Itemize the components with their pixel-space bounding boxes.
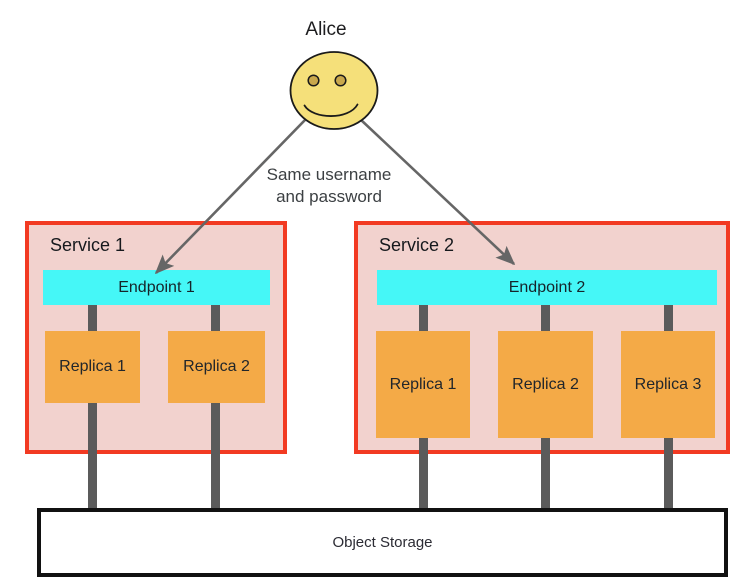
connector-s2-replica3-storage [664, 438, 673, 508]
connector-s2-endpoint-replica1 [419, 305, 428, 331]
service-2-replica-3-box: Replica 3 [621, 331, 715, 438]
service-2-title: Service 2 [379, 235, 455, 255]
connector-s1-endpoint-replica1 [88, 305, 97, 331]
connector-s1-replica2-storage [211, 403, 220, 508]
object-storage-box: Object Storage [37, 508, 728, 577]
connector-s2-replica1-storage [419, 438, 428, 508]
connector-s2-replica2-storage [541, 438, 550, 508]
credentials-annotation-line1: Same username [266, 165, 392, 184]
endpoint-1-label: Endpoint 1 [118, 278, 195, 296]
service-1-replica-1-label: Replica 1 [59, 358, 126, 375]
person-label: Alice [305, 19, 347, 40]
credentials-annotation-line2: and password [276, 187, 382, 206]
connector-s2-endpoint-replica2 [541, 305, 550, 331]
service-1-replica-2-label: Replica 2 [183, 358, 250, 375]
endpoint-1-bar: Endpoint 1 [43, 270, 270, 305]
service-1-replica-1-box: Replica 1 [45, 331, 140, 403]
service-2-replica-2-label: Replica 2 [512, 375, 579, 393]
service-2-replica-1-box: Replica 1 [376, 331, 470, 438]
service-2-replica-2-box: Replica 2 [498, 331, 593, 438]
service-1-title: Service 1 [50, 235, 126, 255]
connector-s1-replica1-storage [88, 403, 97, 508]
service-1-replica-2-box: Replica 2 [168, 331, 265, 403]
connector-s1-endpoint-replica2 [211, 305, 220, 331]
connector-s2-endpoint-replica3 [664, 305, 673, 331]
endpoint-2-bar: Endpoint 2 [377, 270, 717, 305]
credentials-annotation: Same username and password [234, 164, 424, 208]
service-2-replica-1-label: Replica 1 [389, 375, 457, 393]
service-2-replica-3-label: Replica 3 [634, 375, 702, 393]
smiley-face-icon [289, 51, 379, 130]
endpoint-2-label: Endpoint 2 [508, 278, 586, 296]
object-storage-label: Object Storage [332, 534, 433, 551]
